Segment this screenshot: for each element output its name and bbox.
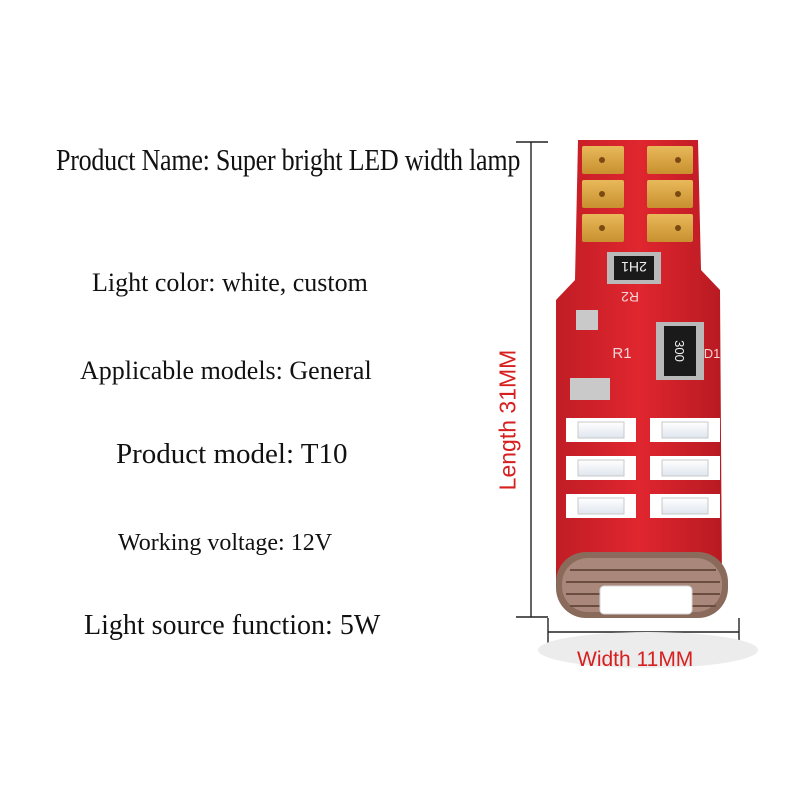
lamp-shadow xyxy=(538,632,758,668)
product-model-text: Product model: T10 xyxy=(116,438,348,470)
length-dimension-label: Length 31MM xyxy=(494,349,521,491)
pcb-label-r2: R2 xyxy=(621,289,639,305)
length-dimension-line xyxy=(516,141,548,618)
applicable-models-text: Applicable models: General xyxy=(80,356,372,385)
resistor-top-code: 2H1 xyxy=(621,259,647,275)
solder-pads xyxy=(570,310,610,400)
led-chips xyxy=(566,418,720,518)
light-source-function-text: Light source function: 5W xyxy=(84,610,381,641)
working-voltage-text: Working voltage: 12V xyxy=(118,530,333,556)
resistor-mid-code: 300 xyxy=(672,340,687,362)
resistor-r1 xyxy=(656,322,704,380)
width-dimension-label: Width 11MM xyxy=(577,648,694,671)
pcb-label-d1: D1 xyxy=(704,346,721,361)
light-color-text: Light color: white, custom xyxy=(92,268,368,297)
resistor-r2 xyxy=(607,252,661,284)
coil-base xyxy=(556,552,728,618)
pcb-label-r1: R1 xyxy=(612,345,631,362)
contact-pads xyxy=(582,146,693,242)
